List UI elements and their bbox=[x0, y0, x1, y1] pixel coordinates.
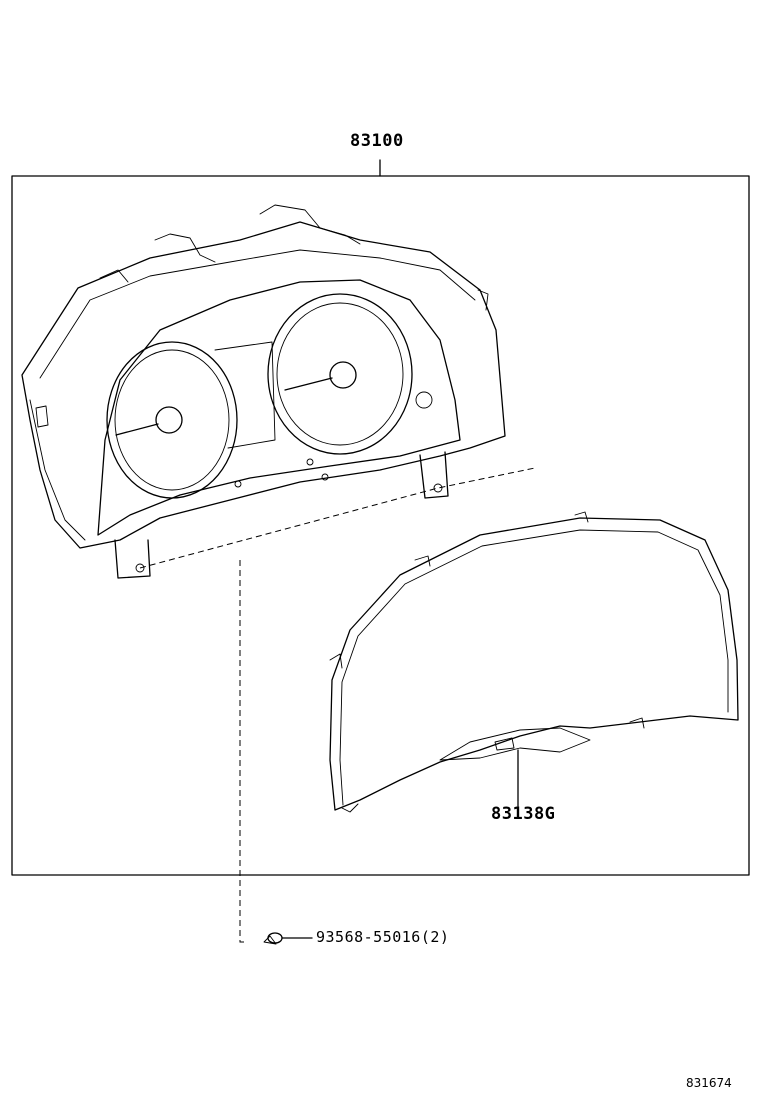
assembly-part-label: 83100 bbox=[350, 131, 404, 151]
combination-meter-assembly-icon[interactable] bbox=[21, 204, 506, 579]
illustration-id: 831674 bbox=[686, 1076, 732, 1090]
glass-part-label: 83138G bbox=[491, 804, 556, 824]
assembly-frame bbox=[11, 159, 750, 876]
screw-icon[interactable] bbox=[263, 932, 313, 945]
screw-part-label: 93568-55016(2) bbox=[316, 928, 450, 946]
meter-glass-icon[interactable] bbox=[329, 511, 739, 813]
assembly-dashed-lines bbox=[139, 467, 536, 943]
